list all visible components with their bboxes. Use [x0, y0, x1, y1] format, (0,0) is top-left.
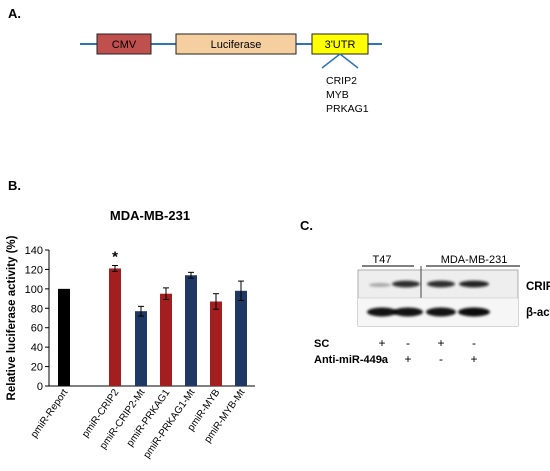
actin-band: [393, 307, 423, 317]
y-axis-label: Relative luciferase activity (%): [6, 235, 18, 400]
crip2-band: [427, 280, 455, 288]
bar-pmir-myb-mt: [235, 290, 247, 386]
bar-pmir-crip2: [109, 268, 121, 386]
cell-line-label-mda: MDA-MB-231: [441, 254, 508, 266]
panel-c: C. T47 MDA-MB-231 CRIP2 β-actin SC Anti-…: [300, 218, 550, 366]
utr-box-label: 3'UTR: [325, 39, 356, 51]
bar-pmir-crip2-mt: [135, 311, 147, 386]
luciferase-box-label: Luciferase: [211, 39, 262, 51]
luciferase-box: [175, 33, 297, 55]
y-tick-label: 100: [25, 284, 43, 296]
y-tick-label: 20: [31, 362, 43, 374]
treatment-label-anti-mir: Anti-miR-449a: [314, 354, 389, 366]
target-gene-label: PRKAG1: [326, 103, 369, 115]
treatment-label-sc: SC: [314, 338, 329, 350]
panel-b: B. MDA-MB-231 Relative luciferase activi…: [6, 178, 255, 461]
crip2-band: [392, 280, 420, 288]
crip2-band: [369, 283, 391, 287]
bar-pmir-prkag1-mt: [185, 275, 197, 386]
cmv-box: [96, 33, 152, 55]
y-tick-label: 0: [37, 381, 43, 393]
panel-b-label: B.: [8, 178, 21, 193]
treatment-sign: +: [437, 336, 444, 350]
bar-pmir-myb: [210, 301, 222, 386]
significance-asterisk: *: [112, 249, 118, 266]
y-tick-label: 80: [31, 303, 43, 315]
actin-band: [426, 307, 456, 317]
target-pointer-left: [321, 53, 341, 69]
cell-line-label-t47: T47: [373, 254, 392, 266]
panel-c-label: C.: [300, 218, 313, 233]
panel-a: A. CMV Luciferase 3'UTR CRIP2 MYB PRKAG1: [8, 6, 382, 115]
cmv-box-label: CMV: [112, 39, 137, 51]
y-tick-label: 120: [25, 264, 43, 276]
treatment-sign: -: [380, 352, 384, 366]
bar-pmir-prkag1: [160, 293, 172, 386]
treatment-sign: -: [439, 352, 443, 366]
treatment-sign: -: [472, 336, 476, 350]
actin-band: [367, 307, 397, 317]
bar-pmir-report: [58, 288, 70, 386]
y-tick-label: 40: [31, 342, 43, 354]
panel-a-label: A.: [8, 6, 21, 21]
target-gene-label: CRIP2: [326, 75, 357, 87]
treatment-sign: -: [406, 336, 410, 350]
target-pointer-right: [339, 53, 359, 69]
actin-band: [458, 307, 490, 317]
y-tick-label: 140: [25, 245, 43, 257]
treatment-sign: +: [378, 336, 385, 350]
target-gene-label: MYB: [326, 89, 349, 101]
band-label-actin: β-actin: [526, 307, 550, 319]
treatment-sign: +: [470, 352, 477, 366]
band-label-crip2: CRIP2: [526, 281, 550, 293]
crip2-band: [459, 280, 489, 288]
x-tick-label: pmiR-Report: [29, 387, 71, 440]
chart-title: MDA-MB-231: [110, 208, 190, 223]
treatment-signs: + - + - - + - +: [378, 336, 477, 366]
y-tick-label: 60: [31, 323, 43, 335]
treatment-sign: +: [404, 352, 411, 366]
